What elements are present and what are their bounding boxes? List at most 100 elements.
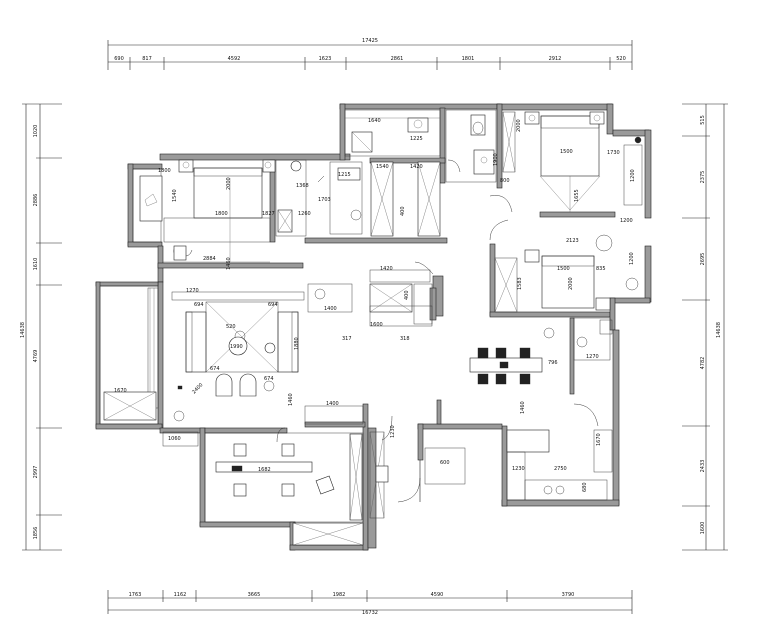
dim-top-7: 2912 xyxy=(549,56,562,62)
label-r13: 835 xyxy=(596,266,606,272)
dim-right-total: 14638 xyxy=(716,322,722,338)
dim-top-3: 4592 xyxy=(228,56,241,62)
label-r33a: 1460 xyxy=(226,257,232,270)
label-r38: 1880 xyxy=(294,337,300,350)
label-r8: 1900 xyxy=(493,153,499,166)
label-r23: 1827 xyxy=(262,211,275,217)
label-r4: 2000 xyxy=(516,119,522,132)
label-r19: 1540 xyxy=(376,164,389,170)
double-bed xyxy=(193,167,263,219)
dining-room: 1682 1400 1060 xyxy=(162,401,364,546)
dim-top-4: 1623 xyxy=(319,56,332,62)
dim-right-4: 4782 xyxy=(700,357,706,370)
label-r44: 1400 xyxy=(326,401,339,407)
vanity-upper-right xyxy=(473,149,495,175)
label-r54: 1270 xyxy=(586,354,599,360)
dim-left-1: 1020 xyxy=(33,125,39,138)
bedroom-right-middle: 2123 1500 2000 835 1200 1583 xyxy=(489,195,639,313)
label-r2: 1225 xyxy=(410,136,423,142)
nightstand-right xyxy=(262,159,276,173)
label-r47: 1682 xyxy=(258,467,271,473)
label-r12: 2000 xyxy=(568,277,574,290)
label-r28: 1600 xyxy=(370,322,383,328)
dim-top-total: 17425 xyxy=(362,38,378,44)
label-r45: 1060 xyxy=(168,436,181,442)
label-r27: 1400 xyxy=(324,306,337,312)
label-r48: 2750 xyxy=(554,466,567,472)
bay-window-seat xyxy=(139,175,163,222)
walls xyxy=(95,103,652,551)
dim-top-5: 2861 xyxy=(391,56,404,62)
bedroom-upper-right: 1500 2000 1730 1200 1655 1900 800 1200 xyxy=(445,109,643,224)
dim-top-1: 690 xyxy=(114,56,124,62)
kitchen-dining: 796 1460 2750 1270 680 1230 1670 xyxy=(469,317,613,501)
dim-left-4: 4769 xyxy=(33,350,39,363)
dining-table xyxy=(215,461,313,473)
dim-left-6: 1856 xyxy=(33,527,39,540)
walk-in-closet: 1368 1215 1703 1260 xyxy=(275,159,363,237)
double-bed-upper-right xyxy=(540,115,600,177)
bottom-dimension-chain: 1763 1162 3665 1982 4590 3790 16732 xyxy=(107,590,633,616)
label-r37: 1990 xyxy=(230,344,243,350)
armchair xyxy=(173,245,187,261)
label-r34: 694 xyxy=(194,302,204,308)
central-corridor: 1420 1400 1600 317 318 400 xyxy=(307,261,434,342)
dim-top-8: 520 xyxy=(616,56,626,62)
left-dimension-chain: 14638 1020 2886 1610 4769 2997 1856 xyxy=(20,103,62,551)
bedroom-upper-left: 1800 1540 2000 1800 1827 2884 1460 xyxy=(132,159,276,270)
label-r17: 1215 xyxy=(338,172,351,178)
label-r36: 520 xyxy=(226,324,236,330)
dim-left-3: 1610 xyxy=(33,258,39,271)
label-r25: 2884 xyxy=(203,256,216,262)
double-bed-right-middle xyxy=(541,255,595,309)
label-r33: 1670 xyxy=(114,388,127,394)
dim-right-6: 1600 xyxy=(700,522,706,535)
label-r51: 1230 xyxy=(390,425,396,438)
entry-foyer: 1230 600 xyxy=(369,415,466,519)
label-r55: 680 xyxy=(582,482,588,492)
label-r21: 2000 xyxy=(226,177,232,190)
label-r52: 1230 xyxy=(512,466,525,472)
label-r39: 674 xyxy=(210,366,220,372)
dim-bottom-3: 3665 xyxy=(248,592,261,598)
top-dimension-chain: 17425 690 817 4592 1623 2861 1801 2912 5… xyxy=(107,38,633,70)
label-r6: 1200 xyxy=(630,169,636,182)
label-r43c: 1460 xyxy=(520,401,526,414)
label-r41: 2400 xyxy=(191,382,204,395)
toilet-upper-right xyxy=(470,114,486,136)
label-r29b: 400 xyxy=(404,290,410,300)
dim-left-5: 2997 xyxy=(33,466,39,479)
dim-bottom-4: 1982 xyxy=(333,592,346,598)
label-r26: 1420 xyxy=(380,266,393,272)
label-r10: 2123 xyxy=(566,238,579,244)
label-r22: 1800 xyxy=(158,168,171,174)
lounge-chair-2 xyxy=(239,373,257,397)
dim-top-2: 817 xyxy=(142,56,152,62)
dim-right-5: 2433 xyxy=(700,460,706,473)
dim-right-3: 2695 xyxy=(700,253,706,266)
label-r3: 1500 xyxy=(560,149,573,155)
dim-top-6: 1801 xyxy=(462,56,475,62)
label-r11: 1500 xyxy=(557,266,570,272)
dim-bottom-5: 4590 xyxy=(431,592,444,598)
dim-bottom-1: 1763 xyxy=(129,592,142,598)
label-r14: 1200 xyxy=(629,252,635,265)
label-r42: 796 xyxy=(548,360,558,366)
dim-right-1: 515 xyxy=(700,115,706,125)
upper-center-rooms: 1640 1225 1540 400 1420 xyxy=(344,109,441,237)
nightstand-left xyxy=(178,159,194,173)
label-r18: 1703 xyxy=(318,197,331,203)
label-r16: 1368 xyxy=(296,183,309,189)
label-r24: 1540 xyxy=(172,189,178,202)
right-dimension-chain: 515 2375 2695 4782 2433 1600 14638 xyxy=(682,103,728,551)
dim-right-2: 2375 xyxy=(700,171,706,184)
dim-bottom-6: 3790 xyxy=(562,592,575,598)
label-r53: 1583 xyxy=(517,277,523,290)
sofa-left xyxy=(185,311,207,373)
label-r32: 1270 xyxy=(186,288,199,294)
label-r1: 1640 xyxy=(368,118,381,124)
label-r43b: 1460 xyxy=(288,393,294,406)
label-r29: 400 xyxy=(400,206,406,216)
label-r35: 694 xyxy=(268,302,278,308)
